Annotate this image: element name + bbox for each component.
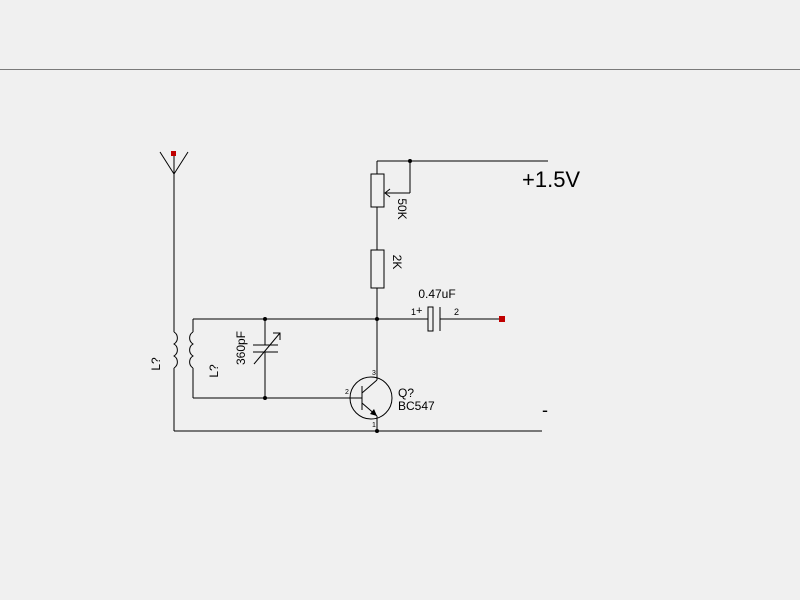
transistor-value: BC547 [398, 399, 435, 413]
resistor-value: 2K [390, 255, 404, 270]
transistor-pin-collector: 3 [372, 370, 376, 377]
potentiometer-value: 50K [395, 198, 409, 219]
top-divider [0, 69, 800, 70]
antenna-symbol[interactable] [159, 151, 189, 332]
transistor-ref: Q? [398, 386, 414, 400]
junction-dot [263, 396, 267, 400]
variable-capacitor[interactable] [253, 319, 281, 398]
inductor-primary[interactable] [173, 331, 178, 431]
resistor[interactable] [370, 249, 385, 375]
capacitor-pin1: 1 [411, 307, 416, 317]
potentiometer[interactable] [370, 161, 411, 250]
capacitor-polarity: + [416, 305, 422, 317]
transistor-pin-emitter: 1 [372, 422, 376, 429]
supply-label: +1.5V [522, 167, 580, 192]
junction-dot [375, 429, 379, 433]
inductor-primary-ref: L? [149, 357, 163, 371]
inductor-secondary-ref: L? [207, 364, 221, 378]
capacitor-value: 0.47uF [418, 287, 455, 301]
transistor[interactable] [349, 375, 393, 431]
junction-dot [263, 317, 267, 321]
antenna-terminal[interactable] [171, 151, 176, 156]
transistor-pin-base: 2 [345, 389, 349, 396]
junction-dot [375, 317, 379, 321]
output-terminal[interactable] [499, 316, 505, 322]
coupling-capacitor[interactable] [377, 306, 505, 332]
junction-dot [408, 159, 412, 163]
capacitor-pin2: 2 [454, 307, 459, 317]
variable-capacitor-value: 360pF [234, 331, 248, 365]
inductor-secondary[interactable] [189, 319, 194, 398]
ground-label: - [542, 400, 548, 420]
